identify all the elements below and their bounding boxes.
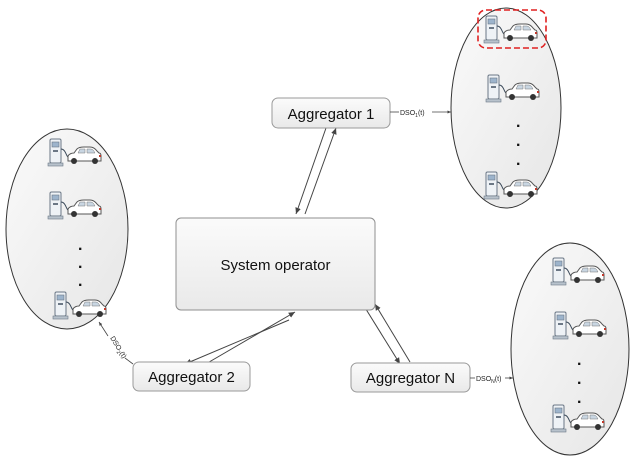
system-operator-label: System operator [220,257,330,274]
ellipsis-dot: . [78,255,82,272]
ellipsis-dot: . [78,237,82,254]
dso-n-label: DSON(t) [476,376,501,385]
ellipsis-dot: . [577,371,581,388]
aggregator-1-node: Aggregator 1 [271,97,391,129]
dso-2-label: DSO2(t) [107,335,128,361]
ellipsis-dot: . [577,352,581,369]
ellipsis-dot: . [516,114,520,131]
ellipsis-dot: . [516,133,520,150]
aggregator-n-node: Aggregator N [350,362,471,393]
arrow-agg1-to-so [295,127,327,215]
aggregator-2-node: Aggregator 2 [132,361,251,392]
dso-1-label: DSO1(t) [400,110,425,119]
ellipsis-dot: . [78,273,82,290]
arrow-aggn-to-so [374,303,411,363]
arrow-so-to-aggn [363,305,401,365]
cluster-aggregator-2 [5,128,129,330]
cluster-aggregator-n [510,242,630,456]
cluster-aggregator-1 [450,7,562,209]
aggregator-n-label: Aggregator N [366,370,455,387]
highlight-box [477,9,547,49]
ellipsis-dot: . [577,390,581,407]
arrow-so-to-agg1 [304,127,337,215]
ellipsis-dot: . [516,152,520,169]
aggregator-2-label: Aggregator 2 [148,369,235,386]
system-operator-node: System operator [175,217,376,311]
aggregator-1-label: Aggregator 1 [288,106,375,123]
arrow-so-to-agg2 [184,319,290,365]
dso-2-arrow-lead [124,357,134,365]
dso-2-arrow [98,321,109,337]
